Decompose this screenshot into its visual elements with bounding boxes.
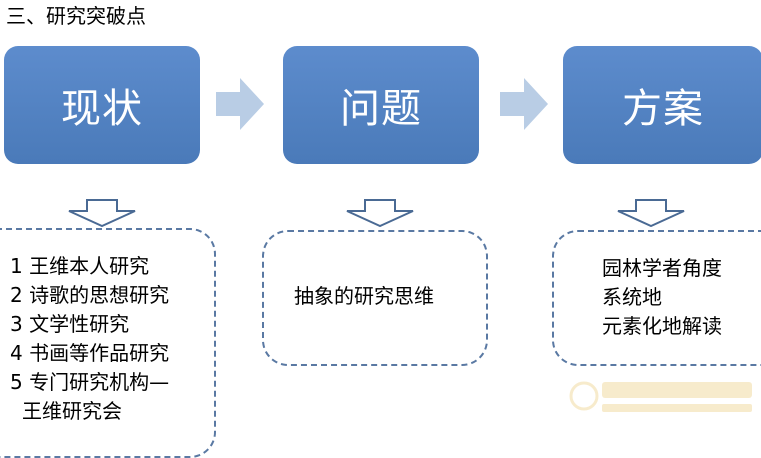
right-arrow-icon: [216, 78, 264, 130]
detail-item: 4 书画等作品研究: [10, 341, 170, 365]
watermark-logo: [569, 381, 752, 412]
detail-item: 2 诗歌的思想研究: [10, 283, 170, 307]
down-arrow-icon: [68, 199, 136, 227]
detail-box-problem: 抽象的研究思维: [262, 230, 488, 366]
stage-box-solution: 方案: [563, 46, 761, 164]
right-arrow-icon: [500, 78, 548, 130]
stage-title-current-state: 现状: [61, 86, 143, 132]
detail-item: 1 王维本人研究: [10, 254, 150, 278]
detail-box-current-state: 1 王维本人研究 2 诗歌的思想研究 3 文学性研究 4 书画等作品研究 5 专…: [0, 228, 216, 458]
stage-box-current-state: 现状: [4, 46, 200, 164]
detail-item: 5 专门研究机构—: [10, 370, 170, 394]
detail-box-solution: 园林学者角度 系统地 元素化地解读: [552, 230, 761, 366]
down-arrow-icon: [346, 199, 414, 227]
detail-item: 元素化地解读: [602, 314, 722, 338]
detail-item: 系统地: [602, 285, 662, 309]
detail-item: 园林学者角度: [602, 256, 722, 280]
down-arrow-icon: [617, 199, 685, 227]
stage-box-problem: 问题: [283, 46, 479, 164]
detail-item: 3 文学性研究: [10, 312, 130, 336]
detail-item: 抽象的研究思维: [294, 284, 434, 308]
detail-item: 王维研究会: [22, 399, 122, 423]
stage-title-problem: 问题: [340, 86, 422, 132]
section-heading: 三、研究突破点: [6, 4, 146, 28]
stage-title-solution: 方案: [622, 86, 704, 132]
